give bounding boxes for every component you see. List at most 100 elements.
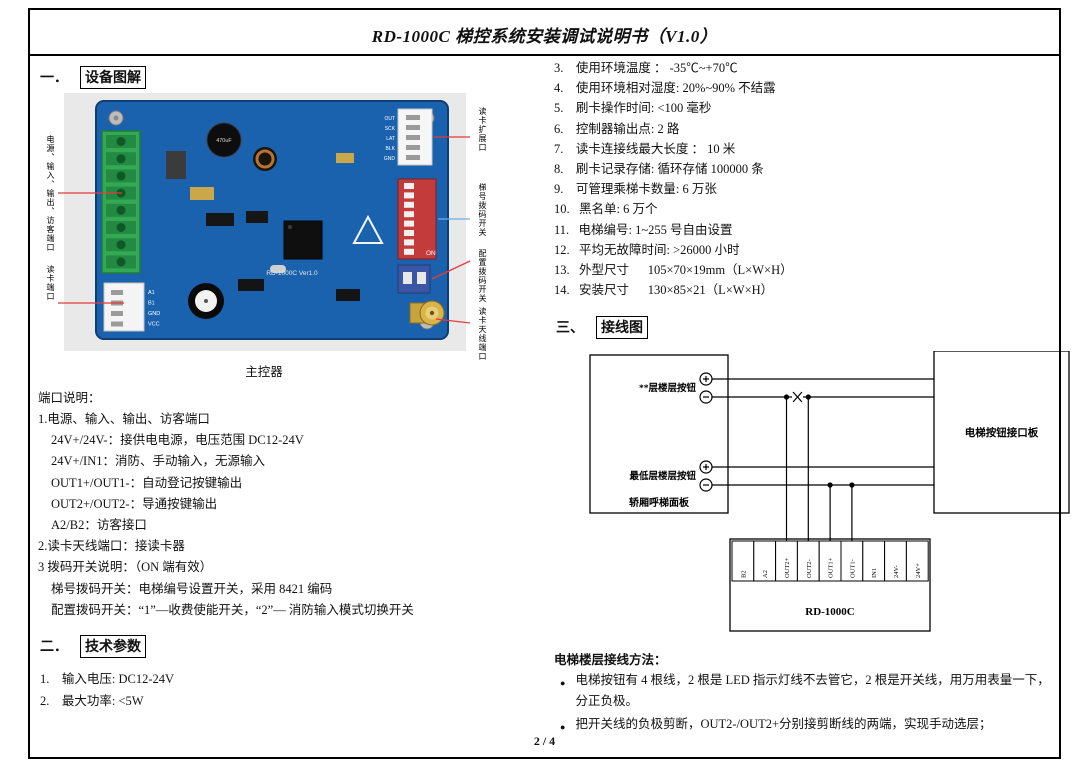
interface-board-label: 电梯按钮接口板 — [965, 426, 1039, 439]
document-title: RD-1000C 梯控系统安装调试说明书（V1.0） — [371, 27, 718, 46]
right-column: 3. 使用环境温度 ： -35℃~+70℃ 4. 使用环境相对湿度: 20%~9… — [554, 58, 1070, 738]
figure-caption: 主控器 — [245, 365, 283, 379]
wiring-bullet-text: 把开关线的负极剪断，OUT2-/OUT2+分别接剪断线的两端，实现手动选层； — [575, 717, 992, 732]
port-desc-line: 配置拨码开关：“1”—收费使能开关，“2”— 消防输入模式切换开关 — [51, 602, 414, 617]
wires — [712, 378, 934, 542]
port-desc-line: 24V+/IN1：消防、手动输入，无源输入 — [51, 454, 265, 469]
polarity-marks — [703, 376, 709, 487]
svg-text:B1: B1 — [148, 301, 155, 307]
ic-chip-4 — [336, 289, 360, 301]
regulator — [166, 151, 186, 179]
svg-text:A2: A2 — [762, 570, 769, 578]
ic-chip-1 — [206, 213, 234, 226]
green-terminal-block — [101, 130, 141, 274]
interface-board-box — [933, 350, 1070, 515]
callout-antenna-label: 读卡天线端口 — [478, 307, 487, 361]
ic-chip-2 — [246, 211, 268, 223]
section-1-heading: 一．设备图解 — [40, 66, 546, 89]
callout-ports-label: 电源、输入、输出、访客端口 — [46, 135, 55, 252]
section-3-title: 接线图 — [596, 316, 648, 340]
wiring-bullet: 把开关线的负极剪断，OUT2-/OUT2+分别接剪断线的两端，实现手动选层； — [554, 714, 1054, 738]
callout-reader-label: 读卡端口 — [46, 265, 55, 301]
section-2-heading: 二． 技术参数 — [40, 635, 546, 659]
button-terminals — [699, 372, 713, 493]
inductor — [253, 147, 277, 171]
section-2-title: 技术参数 — [80, 635, 146, 659]
tech-param: 3. 使用环境温度 ： -35℃~+70℃ — [554, 61, 738, 75]
section-3-number: 三、 — [556, 321, 584, 337]
svg-text:GND: GND — [148, 311, 160, 317]
wiring-diagram-svg: B2 A2 OUT2+ OUT2- OUT1+ OUT1- IN1 24V- 2… — [589, 350, 1070, 633]
expansion-pin-silkscreen: OUT SCK LAT BLK GND — [384, 116, 396, 162]
wiring-bullet-text: 电梯按钮有 4 根线，2 根是 LED 指示灯线不去管它，2 根是开关线，用万用… — [575, 673, 1050, 709]
wiring-diagram: B2 A2 OUT2+ OUT2- OUT1+ OUT1- IN1 24V- 2… — [582, 350, 1070, 641]
car-panel-label: 轿厢呼梯面板 — [629, 496, 690, 509]
callout-dip-elevator-label: 梯号拨码开关 — [478, 183, 487, 237]
port-desc-line: OUT2+/OUT2-：导通按键输出 — [51, 496, 218, 511]
title-divider — [30, 54, 1059, 56]
tech-param: 14. 安装尺寸 130×85×21（L×W×H） — [554, 283, 774, 298]
car-panel-box — [589, 354, 729, 515]
mcu-chip — [283, 220, 323, 260]
red-leader-lines — [58, 136, 471, 324]
svg-text:OUT2-: OUT2- — [806, 560, 813, 579]
bottom-floor-button-label: 最低层楼层按钮 — [629, 470, 696, 482]
terminal-labels: B2 A2 OUT2+ OUT2- OUT1+ OUT1- IN1 24V- 2… — [740, 558, 921, 579]
page-border-frame: RD-1000C 梯控系统安装调试说明书（V1.0） 一．设备图解 — [28, 8, 1070, 759]
tech-param: 6. 控制器输出点: 2 路 — [554, 121, 680, 136]
svg-text:A1: A1 — [148, 290, 155, 296]
wiring-bullet: 电梯按钮有 4 根线，2 根是 LED 指示灯线不去管它，2 根是开关线，用万用… — [554, 670, 1054, 712]
port-desc-line: 2.读卡天线端口：接读卡器 — [38, 539, 185, 554]
section-2-number: 二． — [40, 640, 68, 656]
wiring-method-title: 电梯楼层接线方法： — [554, 653, 667, 668]
antenna-sma-connector — [409, 300, 445, 326]
page-number: 2 / 4 — [533, 734, 556, 748]
callout-dip-config-label: 配置拨码开关 — [478, 249, 487, 303]
section-1-title: 设备图解 — [80, 66, 146, 89]
buzzer — [188, 283, 224, 319]
port-desc-line: 1.电源、输入、输出、访客端口 — [38, 412, 210, 426]
reader-pin-silkscreen: A1 B1 GND VCC — [148, 290, 160, 328]
left-column: 一．设备图解 — [38, 60, 546, 712]
tech-param: 1. 输入电压: DC12-24V — [40, 672, 175, 687]
top-floor-button-label: **层楼层按钮 — [639, 382, 697, 394]
port-desc-line: A2/B2：访客接口 — [51, 518, 147, 533]
tech-param: 2. 最大功率: <5W — [40, 694, 144, 709]
pcb-illustration: A1 B1 GND VCC 470uF — [58, 93, 471, 351]
svg-text:OUT2+: OUT2+ — [784, 558, 791, 579]
tech-param: 10. 黑名单: 6 万个 — [554, 202, 658, 217]
svg-text:24V+: 24V+ — [915, 563, 922, 578]
controller-label: RD-1000C — [805, 606, 855, 618]
callout-expansion-label: 读卡扩展口 — [478, 107, 487, 152]
component-yellow-1 — [190, 187, 214, 200]
ic-chip-3 — [238, 279, 264, 291]
port-desc-title: 端口说明： — [38, 391, 101, 405]
tech-param: 9. 可管理乘梯卡数量: 6 万张 — [554, 182, 717, 197]
config-dip-switch — [397, 264, 431, 294]
svg-text:B2: B2 — [740, 571, 747, 579]
port-desc-line: 3 拨码开关说明：（ON 端有效） — [38, 560, 213, 575]
svg-text:LAT: LAT — [386, 136, 395, 142]
port-desc-line: OUT1+/OUT1-：自动登记按键输出 — [51, 475, 243, 490]
terminal-strip — [731, 540, 929, 582]
svg-text:OUT: OUT — [384, 116, 395, 122]
svg-text:OUT1-: OUT1- — [849, 560, 856, 579]
cut-mark-x — [792, 392, 803, 403]
capacitor: 470uF — [206, 122, 242, 158]
svg-text:GND: GND — [384, 156, 396, 162]
tech-param: 11. 电梯编号: 1~255 号自由设置 — [554, 222, 733, 237]
svg-text:SCK: SCK — [385, 126, 396, 132]
port-desc-line: 24V+/24V-：接供电电源，电压范围 DC12-24V — [51, 433, 304, 448]
tech-param: 5. 刷卡操作时间: <100 毫秒 — [554, 101, 712, 116]
capacitor-label: 470uF — [216, 138, 232, 144]
crystal — [270, 265, 286, 273]
component-yellow-2 — [336, 153, 354, 163]
port-desc-line: 梯号拨码开关：电梯编号设置开关，采用 8421 编码 — [51, 581, 333, 596]
svg-text:OUT1+: OUT1+ — [828, 558, 835, 579]
model-silkscreen: RD-1000C Ver1.0 — [266, 270, 318, 277]
elevator-dip-switch: ON — [397, 178, 437, 260]
tech-param: 7. 读卡连接线最大长度 ： 10 米 — [554, 141, 736, 156]
logo-triangle — [352, 214, 384, 244]
tech-param: 13. 外型尺寸 105×70×19mm（L×W×H） — [554, 263, 793, 278]
